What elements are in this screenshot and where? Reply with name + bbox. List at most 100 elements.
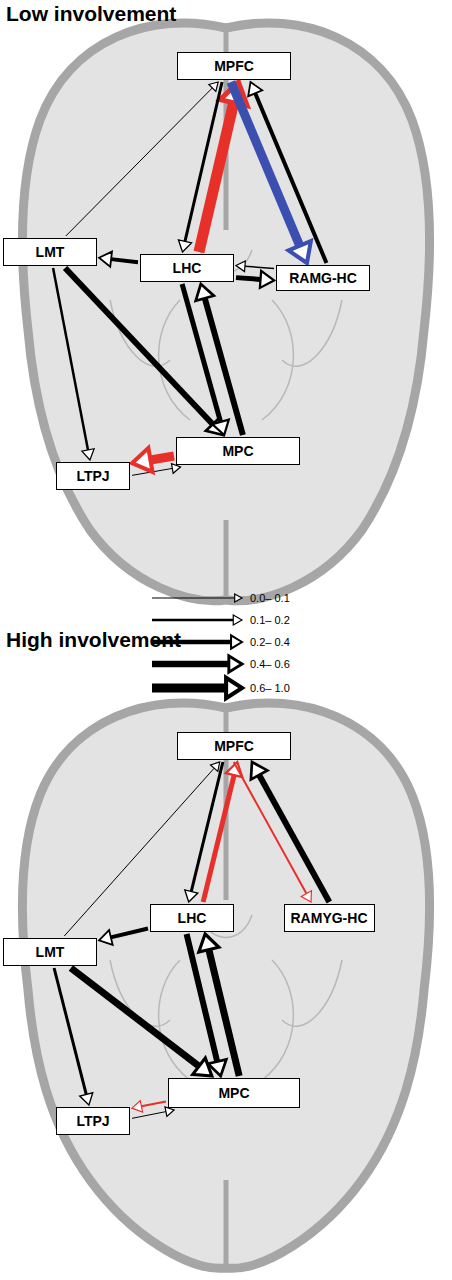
legend-sample	[152, 594, 242, 602]
connection-arrow	[196, 284, 243, 435]
arrowhead	[248, 82, 262, 96]
arrowhead	[260, 271, 274, 288]
region-box: MPFC	[177, 52, 291, 80]
connection-arrow	[185, 762, 223, 902]
legend-arrowhead	[231, 635, 242, 648]
arrowhead	[80, 1093, 93, 1105]
connector-line	[191, 762, 223, 891]
connection-arrow	[234, 762, 312, 902]
legend-sample	[152, 615, 242, 625]
legend-sample	[152, 678, 242, 698]
connection-arrow	[178, 82, 222, 252]
legend-arrowhead	[235, 594, 242, 602]
panel-title: High involvement	[6, 628, 181, 652]
connector-line	[199, 103, 234, 252]
region-box: LMT	[3, 938, 97, 966]
legend-label: 0.6– 1.0	[250, 682, 290, 694]
connection-arrow	[71, 968, 212, 1076]
legend-arrowhead	[233, 615, 242, 625]
brain-contour	[22, 23, 429, 601]
region-box: MPC	[176, 437, 300, 465]
connection-arrow	[99, 929, 148, 945]
region-box: RAMG-HC	[276, 265, 370, 291]
arrowhead	[99, 252, 112, 267]
arrowhead	[132, 448, 152, 472]
brain-bottom	[22, 703, 429, 1268]
arrowhead	[301, 891, 311, 902]
arrowhead	[199, 934, 219, 952]
arrowhead	[82, 449, 94, 460]
connector-line	[231, 82, 300, 246]
legend-label: 0.2– 0.4	[250, 636, 290, 648]
legend-label: 0.4– 0.6	[250, 658, 290, 670]
connection-arrow	[54, 968, 93, 1105]
arrowhead	[193, 1058, 212, 1076]
connector-line	[245, 266, 274, 268]
region-label: MPC	[218, 1085, 249, 1101]
arrowhead	[99, 930, 113, 945]
region-box: MPC	[168, 1078, 300, 1108]
connection-arrow	[53, 268, 94, 460]
connection-arrow	[99, 252, 138, 267]
legend-label: 0.1– 0.2	[250, 614, 290, 626]
region-box: LHC	[150, 904, 234, 932]
arrowhead	[132, 1101, 143, 1112]
legend-label: 0.0– 0.1	[250, 592, 290, 604]
connection-arrow	[132, 1101, 166, 1112]
brain-contour	[22, 703, 429, 1268]
region-box: RAMYG-HC	[284, 904, 375, 932]
connector-line	[203, 775, 234, 902]
connector-line	[236, 278, 261, 280]
legend-arrowhead	[229, 656, 242, 672]
arrowhead	[208, 1059, 226, 1076]
connector-line	[185, 82, 222, 241]
legend-arrowhead	[226, 678, 242, 698]
legend-line	[152, 661, 229, 668]
region-label: LHC	[178, 910, 207, 926]
connection-arrow	[199, 934, 239, 1076]
region-box: LMT	[3, 238, 97, 266]
legend-sample	[152, 656, 242, 672]
arrowhead	[172, 464, 181, 474]
arrowhead	[212, 420, 228, 435]
connector-line	[150, 456, 174, 460]
connector-line	[54, 968, 86, 1094]
connector-line	[205, 298, 243, 435]
connector-line	[64, 768, 214, 936]
legend-line	[152, 684, 226, 693]
connection-arrow	[132, 448, 174, 472]
region-label: MPFC	[214, 738, 254, 754]
region-label: LMT	[36, 244, 65, 260]
arrowhead	[185, 890, 198, 902]
connection-arrow	[236, 271, 274, 288]
connector-line	[182, 284, 220, 422]
region-box: LTPJ	[56, 462, 130, 490]
connector-line	[259, 775, 329, 902]
connection-arrow	[66, 82, 218, 236]
connector-line	[255, 93, 326, 263]
connection-arrow	[65, 268, 223, 435]
arrowhead	[289, 241, 311, 263]
connection-arrow	[231, 82, 311, 263]
connector-line	[111, 259, 138, 262]
connector-line	[71, 968, 199, 1066]
region-label: MPC	[222, 443, 253, 459]
arrowhead	[178, 240, 191, 252]
panel-title: Low involvement	[6, 2, 176, 26]
connector-line	[111, 929, 148, 938]
arrowhead	[196, 284, 214, 301]
connector-line	[234, 762, 307, 894]
region-label: RAMG-HC	[289, 270, 357, 286]
legend-line	[152, 619, 233, 622]
arrowhead	[236, 261, 245, 272]
connector-line	[132, 1112, 166, 1119]
region-box: MPFC	[177, 732, 291, 760]
region-label: LHC	[173, 260, 202, 276]
region-label: LTPJ	[76, 1113, 109, 1129]
brain-top	[22, 23, 429, 601]
region-label: RAMYG-HC	[291, 910, 368, 926]
connector-line	[53, 268, 88, 450]
region-label: LTPJ	[76, 468, 109, 484]
arrowhead	[165, 1107, 174, 1117]
connection-arrow	[236, 261, 274, 272]
